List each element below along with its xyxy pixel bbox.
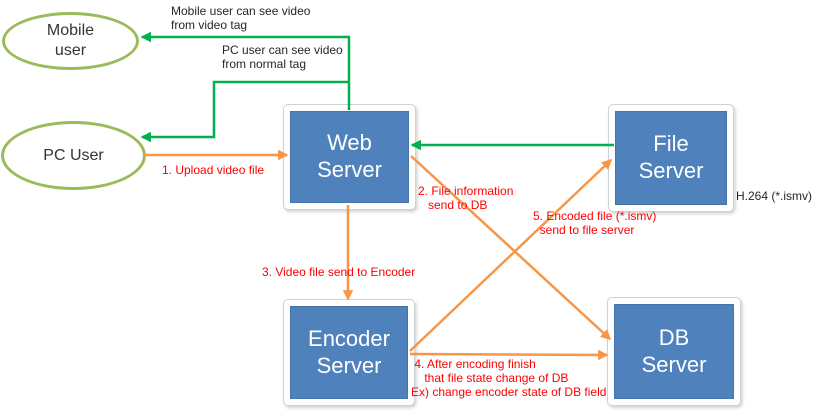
codec-annotation: H.264 (*.ismv): [736, 189, 813, 203]
file-server-label: File Server: [615, 111, 727, 205]
mobile-user-node: Mobile user: [2, 12, 139, 70]
web-server-label: Web Server: [290, 111, 409, 203]
arrow-webserver-to-mobileuser: [140, 31, 351, 110]
web-server-node: Web Server: [283, 104, 416, 210]
encoder-server-label: Encoder Server: [290, 306, 408, 399]
step2-fileinfo-label: 2. File information send to DB: [418, 184, 514, 212]
arrow-webserver-to-pcuser: [140, 80, 349, 143]
pc-user-label: PC User: [43, 146, 104, 164]
pc-view-flow-label: PC user can see video from normal tag: [222, 43, 343, 71]
step3-send-encoder-label: 3. Video file send to Encoder: [262, 265, 416, 279]
arrow-step4-encoderserver-to-dbserver: [409, 349, 609, 361]
db-server-label: DB Server: [614, 304, 734, 399]
arrow-step2-webserver-to-dbserver: [410, 155, 612, 341]
mobile-view-flow-label: Mobile user can see video from video tag: [171, 4, 311, 32]
mobile-user-label: Mobile user: [46, 22, 95, 59]
step5-encoded-file-label: 5. Encoded file (*.ismv) send to file se…: [533, 209, 657, 237]
step4-encoding-finish-label: 4. After encoding finish that file state…: [411, 357, 607, 399]
encoder-server-node: Encoder Server: [283, 299, 415, 406]
db-server-node: DB Server: [607, 297, 741, 406]
step1-upload-label: 1. Upload video file: [162, 163, 265, 177]
arrow-step5-encoderserver-to-fileserver: [409, 158, 613, 352]
file-server-node: File Server: [608, 104, 734, 212]
